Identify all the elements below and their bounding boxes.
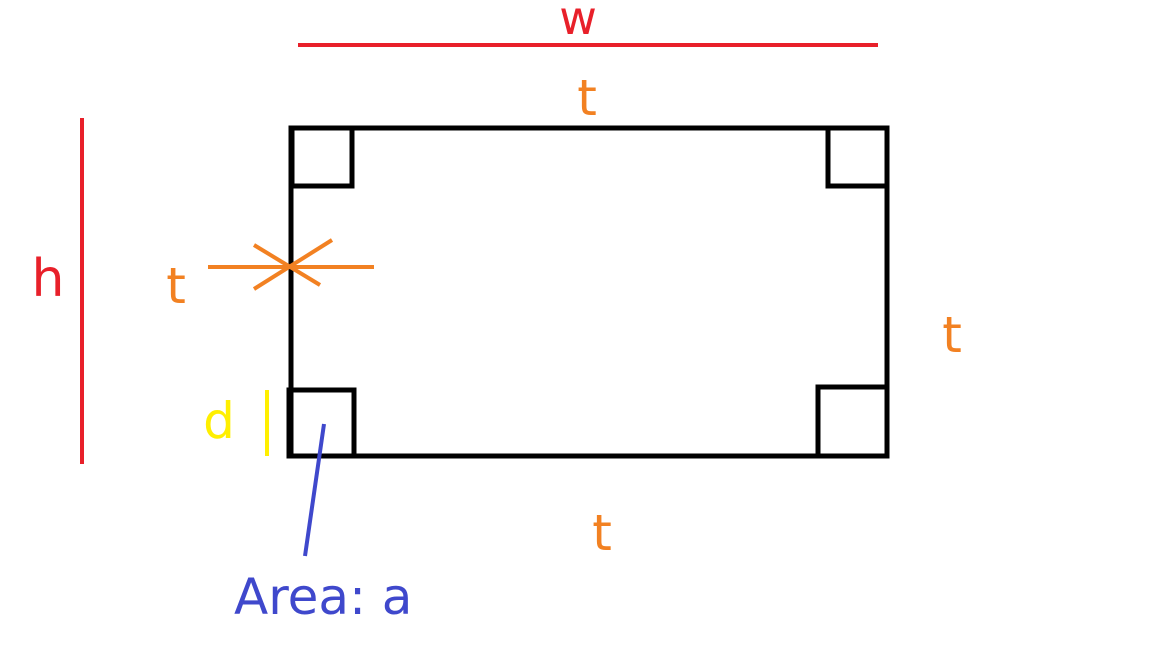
thickness-label-right: t (942, 306, 962, 364)
corner-square-top-right (825, 125, 890, 189)
corner-square-bottom-left (286, 387, 357, 459)
thickness-marker (208, 238, 374, 291)
corner-square-top-left (289, 125, 355, 189)
area-pointer-line (303, 423, 326, 557)
corner-square-bottom-right (815, 384, 890, 459)
width-label: w (559, 0, 597, 45)
height-label: h (32, 249, 65, 309)
corner-size-label: d (203, 392, 235, 450)
thickness-label-bottom: t (592, 504, 612, 562)
main-rectangle (288, 125, 890, 459)
thickness-label-left: t (166, 257, 186, 315)
thickness-label-top: t (577, 69, 597, 127)
area-label: Area: a (234, 568, 412, 626)
